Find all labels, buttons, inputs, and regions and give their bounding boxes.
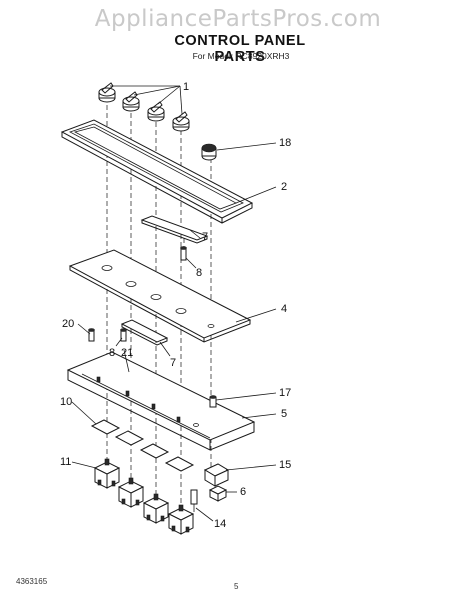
callout-signal-switch: 15	[279, 459, 291, 471]
leader-lines	[71, 85, 277, 522]
callout-left-screw: 20	[62, 318, 74, 330]
control-knobs	[98, 82, 190, 132]
callout-lower-screw-21: 21	[121, 347, 133, 359]
indicator-light	[201, 143, 217, 161]
document-number: 4363165	[16, 577, 48, 586]
watermark: AppliancePartsPros.com	[94, 6, 382, 32]
infinite-switches	[93, 458, 195, 535]
callout-terminal-block: 6	[240, 486, 246, 498]
callout-clip: 17	[279, 387, 291, 399]
callout-switches: 11	[60, 456, 71, 468]
upper-bracket	[140, 215, 209, 244]
callout-insulators: 10	[60, 396, 72, 408]
clip	[209, 395, 217, 408]
callout-mounting-bracket: 5	[281, 408, 287, 420]
terminal-block	[208, 485, 228, 502]
callout-upper-bracket: 7	[202, 231, 208, 243]
callout-upper-screw: 8	[196, 267, 202, 279]
upper-screw	[180, 246, 187, 261]
page-title: CONTROL PANEL PARTS	[174, 33, 306, 65]
wire-connector	[190, 489, 198, 512]
callout-panel-face: 4	[281, 303, 287, 315]
callout-labels: 1 18 2 7 8 4 20 8 21 7 17 10 5 11 15 6 1…	[60, 81, 291, 530]
mounting-bracket	[66, 351, 256, 451]
callout-lower-screw: 8	[109, 347, 115, 359]
callout-knobs: 1	[183, 81, 189, 93]
left-screw	[88, 328, 95, 342]
callout-lower-bracket: 7	[170, 357, 176, 369]
signal-switch	[203, 463, 230, 487]
callout-wire-connector: 14	[214, 518, 226, 530]
control-panel-face	[68, 249, 252, 343]
lower-bracket	[120, 319, 169, 346]
insulator-pads	[90, 419, 195, 472]
control-panel-frame	[60, 119, 254, 224]
callout-frame: 2	[281, 181, 287, 193]
page-number: 5	[234, 582, 239, 591]
callout-indicator-light: 18	[279, 137, 291, 149]
model-subtitle: For Model: RC8920XRH3	[192, 51, 290, 61]
